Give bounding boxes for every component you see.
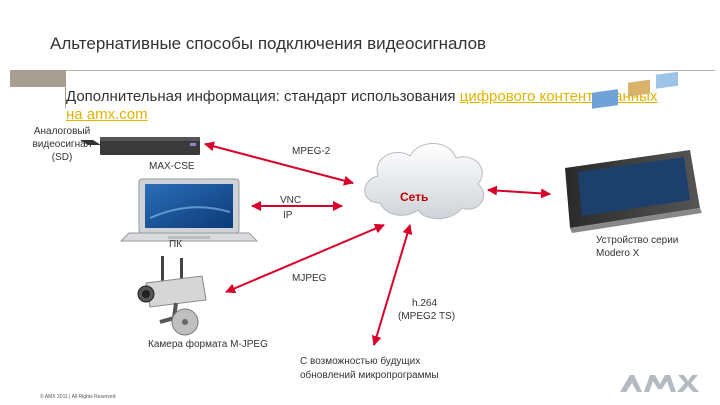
max-cse-label: MAX-CSE: [149, 161, 195, 172]
mpeg2-arrow: [204, 141, 354, 186]
laptop-pc-icon: [119, 178, 259, 242]
device-arrow: [487, 185, 551, 199]
network-cloud-icon: [364, 143, 485, 220]
title-divider: [10, 70, 715, 71]
mjpeg-arrow: [225, 223, 385, 294]
slide-title: Альтернативные способы подключения видео…: [50, 34, 487, 53]
modero-x-tablet-icon: [565, 71, 702, 233]
device-label: Устройство серии Modero X: [596, 235, 679, 259]
connection-arrows: [204, 141, 551, 346]
analog-source-label: Аналоговый видеосигнал (SD): [32, 126, 92, 163]
firmware-label: С возможностью будущих обновлений микроп…: [300, 356, 439, 381]
mpeg2ts-label: (MPEG2 TS): [398, 311, 456, 322]
max-cse-encoder-icon: [80, 137, 200, 155]
title-accent-block: [10, 70, 65, 87]
network-label: Сеть: [400, 190, 429, 204]
h264-arrow: [371, 224, 413, 346]
info-prefix: Дополнительная информация: стандарт испо…: [66, 88, 460, 105]
camera-label: Камера формата M-JPEG: [148, 339, 268, 350]
amx-logo: [620, 372, 700, 399]
vnc-label: VNC: [280, 195, 302, 206]
footer-copyright: © AMX 2011 | All Rights Reserved: [40, 394, 116, 400]
mjpeg-label: MJPEG: [292, 273, 327, 284]
title-accent-line: [65, 70, 66, 108]
mpeg2-label: MPEG-2: [292, 146, 331, 157]
h264-label: h.264: [412, 298, 438, 309]
mjpeg-camera-icon: [137, 256, 207, 336]
amx-logo-icon: [620, 375, 699, 392]
pc-label: ПК: [169, 239, 183, 250]
ip-label: IP: [283, 210, 293, 221]
